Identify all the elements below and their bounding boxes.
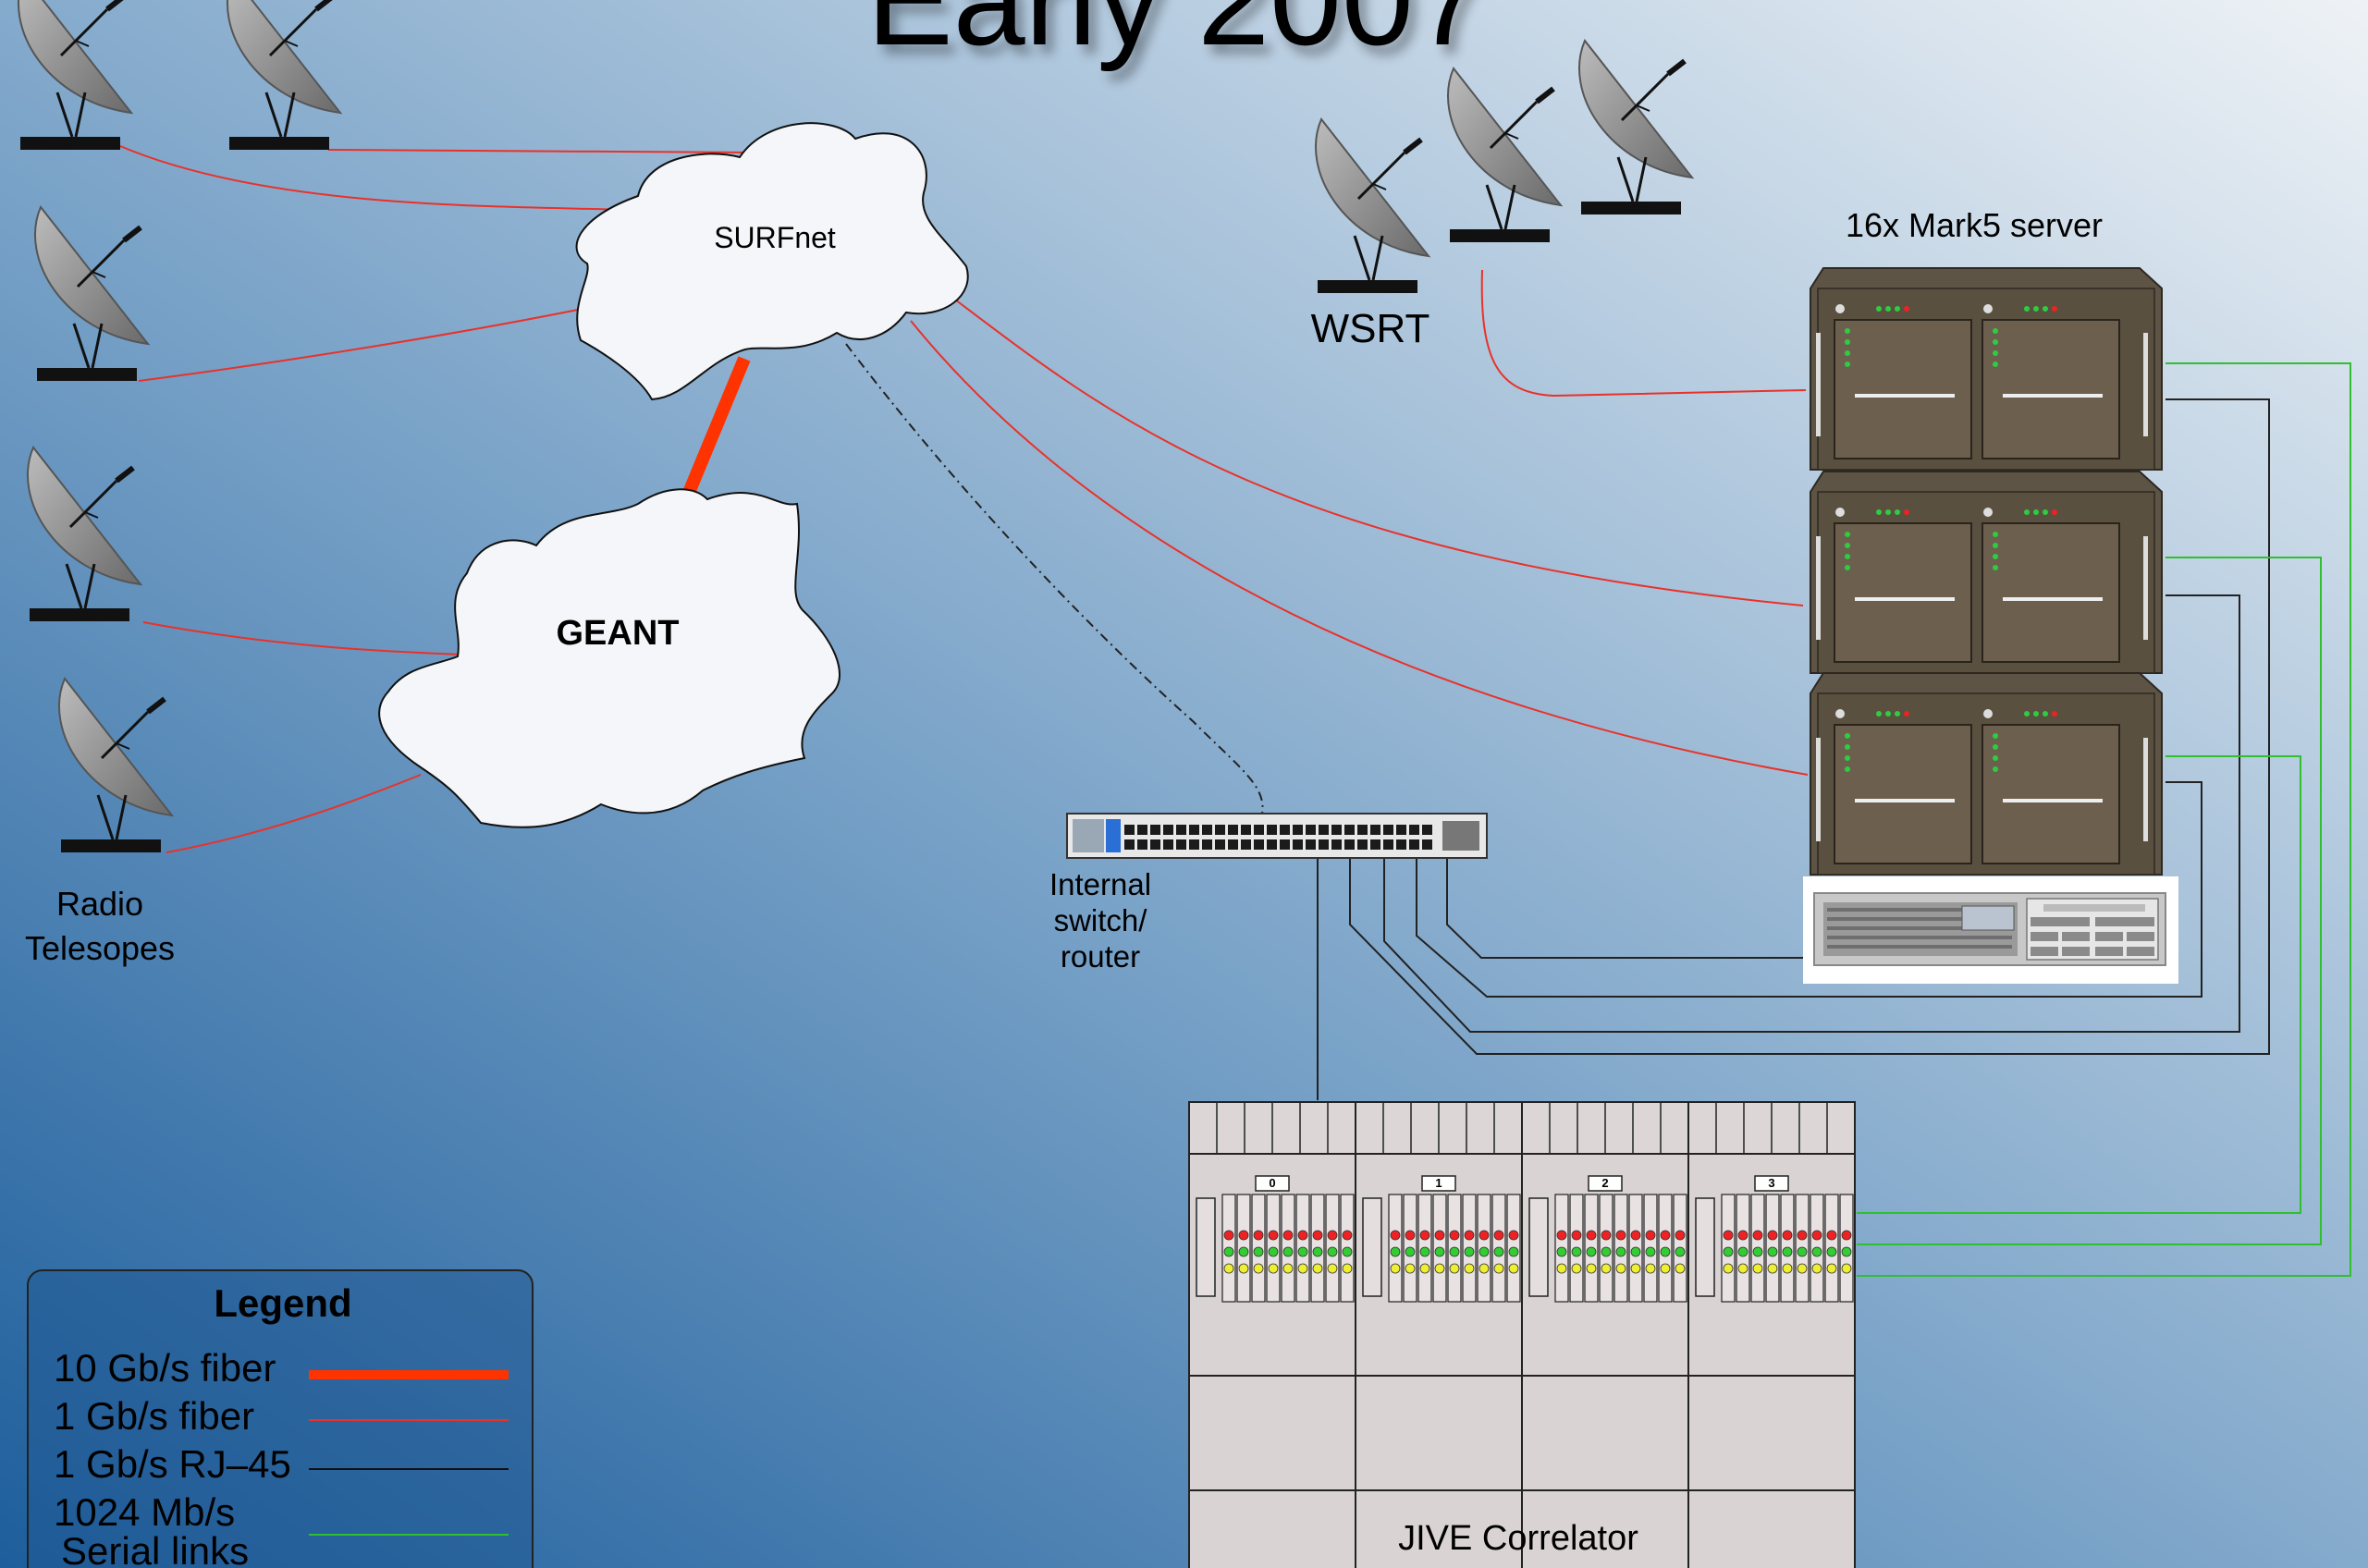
page-title-shadow: Early 2007 [874, 0, 1492, 81]
rj45-links [1317, 398, 2270, 1100]
switch-port [1344, 825, 1355, 835]
page-title: Early 2007 [866, 0, 1485, 72]
correlator-rack [1188, 1101, 1856, 1568]
correlator-unit-number: 3 [1768, 1176, 1774, 1190]
switch-port [1176, 839, 1186, 850]
switch-port [1176, 825, 1186, 835]
legend-item-label: 1024 Mb/s [54, 1490, 235, 1534]
correlator-unit-1 [1355, 1101, 1523, 1568]
radio-telescopes-label-1: Radio [56, 885, 143, 923]
switch-port [1396, 825, 1406, 835]
legend: Legend 10 Gb/s fiber 1 Gb/s fiber 1 Gb/s… [27, 1269, 534, 1568]
switch-port [1163, 839, 1173, 850]
switch-port [1267, 825, 1277, 835]
switch-port [1331, 825, 1342, 835]
switch-port [1254, 839, 1264, 850]
switch-port [1202, 839, 1212, 850]
network-switch-icon [1066, 813, 1488, 859]
switch-port [1422, 839, 1432, 850]
wsrt-label: WSRT [1311, 306, 1430, 351]
switch-label-3: router [1061, 939, 1140, 974]
switch-port [1280, 825, 1290, 835]
switch-port [1383, 825, 1393, 835]
correlator-unit-number: 1 [1435, 1176, 1442, 1190]
switch-port [1163, 825, 1173, 835]
switch-port [1306, 839, 1316, 850]
switch-port [1409, 839, 1419, 850]
switch-label-2: switch/ [1054, 903, 1148, 937]
legend-title: Legend [214, 1281, 351, 1325]
switch-port [1254, 825, 1264, 835]
fiber-1g-links [119, 145, 1809, 853]
switch-port [1293, 825, 1303, 835]
switch-port [1215, 839, 1225, 850]
surfnet-cloud [575, 122, 969, 401]
switch-port [1293, 839, 1303, 850]
switch-port [1280, 839, 1290, 850]
switch-port [1383, 839, 1393, 850]
switch-label-1: Internal [1049, 867, 1151, 901]
switch-port [1319, 825, 1329, 835]
server-rack-icon [1809, 671, 2164, 876]
correlator-unit-0 [1188, 1101, 1356, 1568]
switch-port [1137, 839, 1147, 850]
switch-port [1422, 825, 1432, 835]
switch-port [1124, 839, 1135, 850]
switch-port [1409, 825, 1419, 835]
switch-port [1306, 825, 1316, 835]
geant-label: GEANT [557, 614, 680, 653]
correlator-label: JIVE Correlator [1398, 1519, 1638, 1558]
switch-port [1344, 839, 1355, 850]
switch-port [1396, 839, 1406, 850]
correlator-unit-number: 0 [1269, 1176, 1275, 1190]
management-link [845, 343, 1264, 815]
switch-port [1137, 825, 1147, 835]
legend-item-label: 1 Gb/s RJ–45 [54, 1442, 291, 1486]
fiber-10g-link [680, 356, 751, 502]
server-rack-icon [1809, 266, 2164, 472]
legend-item-label: 1 Gb/s fiber [54, 1394, 254, 1438]
radio-telescopes-label-2: Telesopes [25, 929, 175, 967]
switch-port [1370, 825, 1380, 835]
switch-port [1189, 839, 1199, 850]
legend-box [27, 1269, 534, 1568]
correlator-unit-number: 2 [1601, 1176, 1608, 1190]
switch-port [1370, 839, 1380, 850]
switch-port [1357, 825, 1368, 835]
surfnet-label: SURFnet [714, 221, 836, 254]
switch-port [1357, 839, 1368, 850]
switch-port [1331, 839, 1342, 850]
geant-cloud [378, 488, 841, 828]
switch-port [1124, 825, 1135, 835]
mark5-label: 16x Mark5 server [1846, 206, 2103, 244]
control-server-icon [1803, 876, 2178, 984]
legend-item-label: 10 Gb/s fiber [54, 1346, 276, 1390]
switch-port [1202, 825, 1212, 835]
server-rack-icon [1809, 470, 2164, 675]
switch-port [1241, 825, 1251, 835]
switch-port [1215, 825, 1225, 835]
correlator-unit-2 [1521, 1101, 1689, 1568]
correlator-unit-3 [1687, 1101, 1856, 1568]
legend-item-label-2: Serial links [61, 1529, 249, 1568]
switch-port [1319, 839, 1329, 850]
switch-port [1150, 839, 1160, 850]
switch-port [1228, 839, 1238, 850]
serial-links [1857, 362, 2351, 1277]
switch-port [1267, 839, 1277, 850]
switch-port [1241, 839, 1251, 850]
switch-port [1189, 825, 1199, 835]
switch-port [1228, 825, 1238, 835]
switch-port [1150, 825, 1160, 835]
